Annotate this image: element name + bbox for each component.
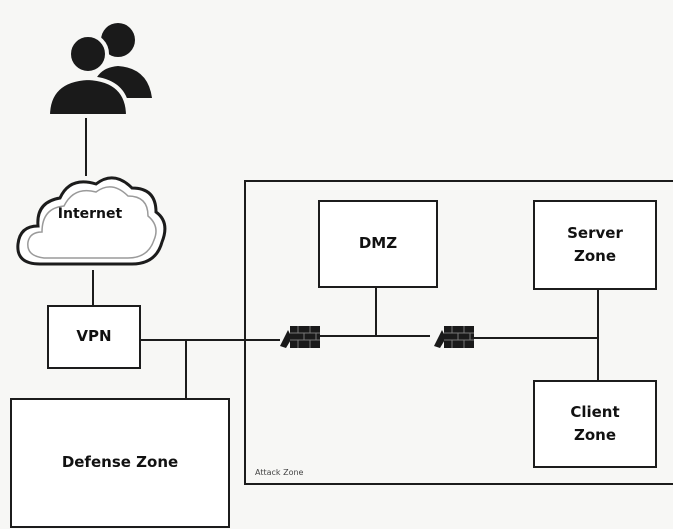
- users-icon: [45, 23, 152, 118]
- server-zone-label: Server Zone: [567, 223, 623, 265]
- attack-zone-boundary: [244, 180, 673, 485]
- firewall-icon: [280, 326, 320, 348]
- internet-label: Internet: [57, 206, 123, 222]
- firewall-icon: [434, 326, 474, 348]
- defense-zone-label: Defense Zone: [61, 453, 179, 472]
- client-zone-label: Client Zone: [570, 402, 620, 444]
- attack-zone-label: Attack Zone: [255, 468, 304, 477]
- client-zone-box: Client Zone: [533, 380, 657, 468]
- vpn-box: VPN: [47, 305, 141, 369]
- server-zone-box: Server Zone: [533, 200, 657, 290]
- cloud-icon: [16, 176, 167, 266]
- dmz-label: DMZ: [358, 234, 398, 253]
- defense-zone-box: Defense Zone: [10, 398, 230, 528]
- dmz-box: DMZ: [318, 200, 438, 288]
- vpn-label: VPN: [76, 327, 112, 346]
